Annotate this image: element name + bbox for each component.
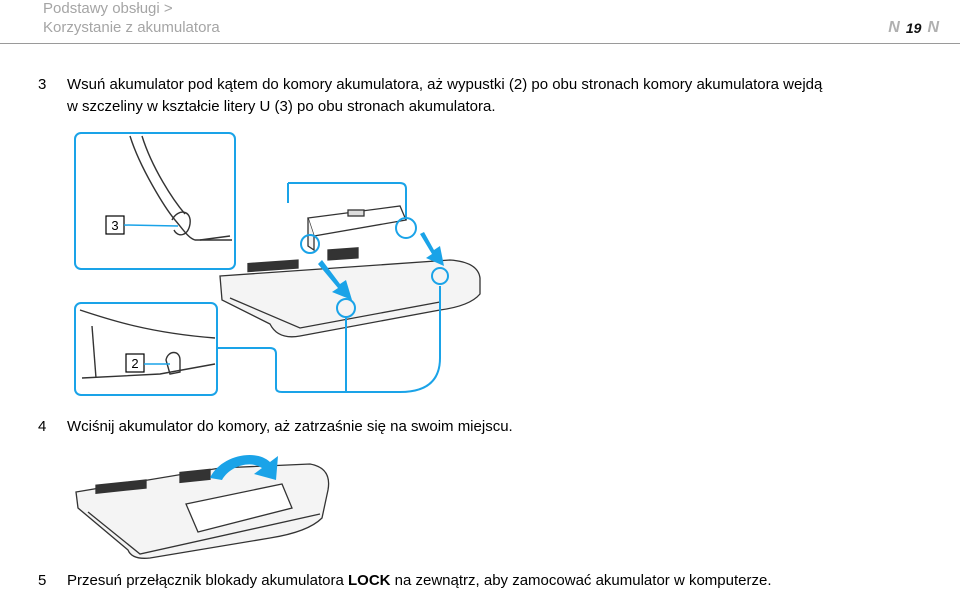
page-header: Podstawy obsługi > Korzystanie z akumula… xyxy=(0,0,960,46)
callout-3-label: 3 xyxy=(111,218,118,233)
tab-highlight-left xyxy=(300,234,320,254)
battery-seated-drawing xyxy=(185,483,293,533)
detail-connector-bottom xyxy=(217,286,441,393)
breadcrumb-topic[interactable]: Korzystanie z akumulatora xyxy=(43,19,220,36)
page-number: 19 xyxy=(905,20,922,36)
step-text: Wsuń akumulator pod kątem do komory akum… xyxy=(67,74,927,118)
breadcrumb-section[interactable]: Podstawy obsługi > xyxy=(43,0,173,17)
tab-highlight-right xyxy=(395,217,417,239)
step-text-before: Przesuń przełącznik blokady akumulatora xyxy=(67,572,348,589)
lock-switch-label: LOCK xyxy=(347,572,391,589)
slot-highlight-right xyxy=(431,267,449,285)
step-number: 3 xyxy=(38,76,47,93)
step-text: Wciśnij akumulator do komory, aż zatrzaś… xyxy=(67,418,513,435)
battery-press-illustration xyxy=(75,455,330,559)
callout-2-box xyxy=(125,353,145,373)
step-text-line: Wsuń akumulator pod kątem do komory akum… xyxy=(67,76,823,93)
header-divider xyxy=(0,43,960,44)
step-number: 5 xyxy=(38,572,47,589)
detail-box-tab xyxy=(74,302,218,396)
previous-page-icon[interactable]: N xyxy=(888,19,900,36)
insert-arrow-left xyxy=(318,260,352,300)
detail-box-u-slot xyxy=(74,132,236,270)
callout-3-leader xyxy=(123,224,179,227)
press-arrow-icon xyxy=(210,455,278,480)
page-navigation: N 19 N xyxy=(888,19,939,37)
step-text: Przesuń przełącznik blokady akumulatora … xyxy=(67,570,927,592)
u-slot-detail-drawing xyxy=(129,135,232,241)
detail-connector-top xyxy=(287,182,407,220)
tab-detail-drawing xyxy=(79,309,216,379)
step-number: 4 xyxy=(38,418,47,435)
next-page-icon[interactable]: N xyxy=(927,19,939,36)
battery-insertion-illustration: 3 2 xyxy=(74,132,481,396)
step-text-line: w szczeliny w kształcie litery U (3) po … xyxy=(67,98,496,115)
insert-arrow-right xyxy=(420,232,444,266)
step-text-after: na zewnątrz, aby zamocować akumulator w … xyxy=(390,572,772,589)
callout-2-label: 2 xyxy=(131,356,138,371)
battery-drawing xyxy=(307,205,407,252)
